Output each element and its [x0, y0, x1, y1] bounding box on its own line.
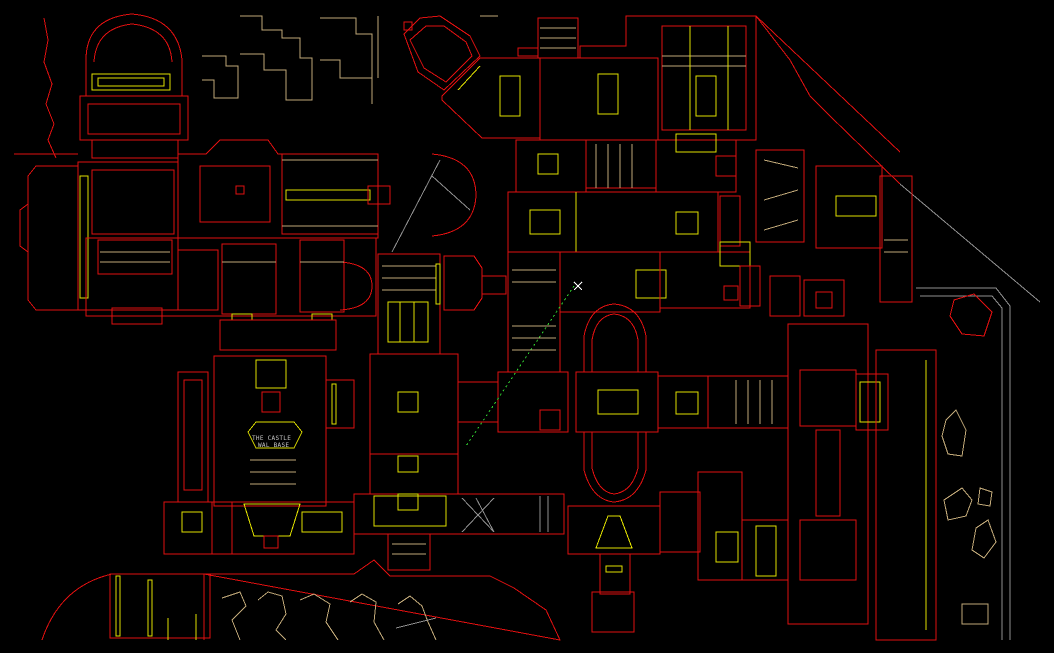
west-wing [19, 161, 179, 325]
east-blocks [659, 149, 913, 317]
sign-line-2: WAL BASE [258, 442, 289, 449]
central-stair-column [377, 253, 507, 355]
far-east-courtyard [875, 287, 1011, 641]
center-block [369, 353, 569, 495]
nw-dome-room [79, 13, 189, 159]
player-arrow-icon [573, 281, 583, 291]
south-west-arena [41, 559, 561, 641]
center-north-rooms [507, 133, 741, 253]
south-central-strip [163, 493, 565, 571]
central-north-hall [177, 139, 477, 253]
sign-line-1: THE CASTLE [252, 435, 291, 442]
center-dome [507, 251, 667, 503]
sign-label: THE CASTLE WAL BASE [252, 435, 291, 449]
south-east-rooms [567, 471, 789, 633]
east-corridor [657, 323, 889, 625]
nw-jagged-edge [14, 17, 78, 159]
sign-room-block [177, 355, 355, 507]
mid-west-corridor [85, 237, 377, 351]
north-outlines [202, 15, 498, 104]
north-center-building [403, 15, 1041, 303]
player-trail [465, 285, 575, 447]
